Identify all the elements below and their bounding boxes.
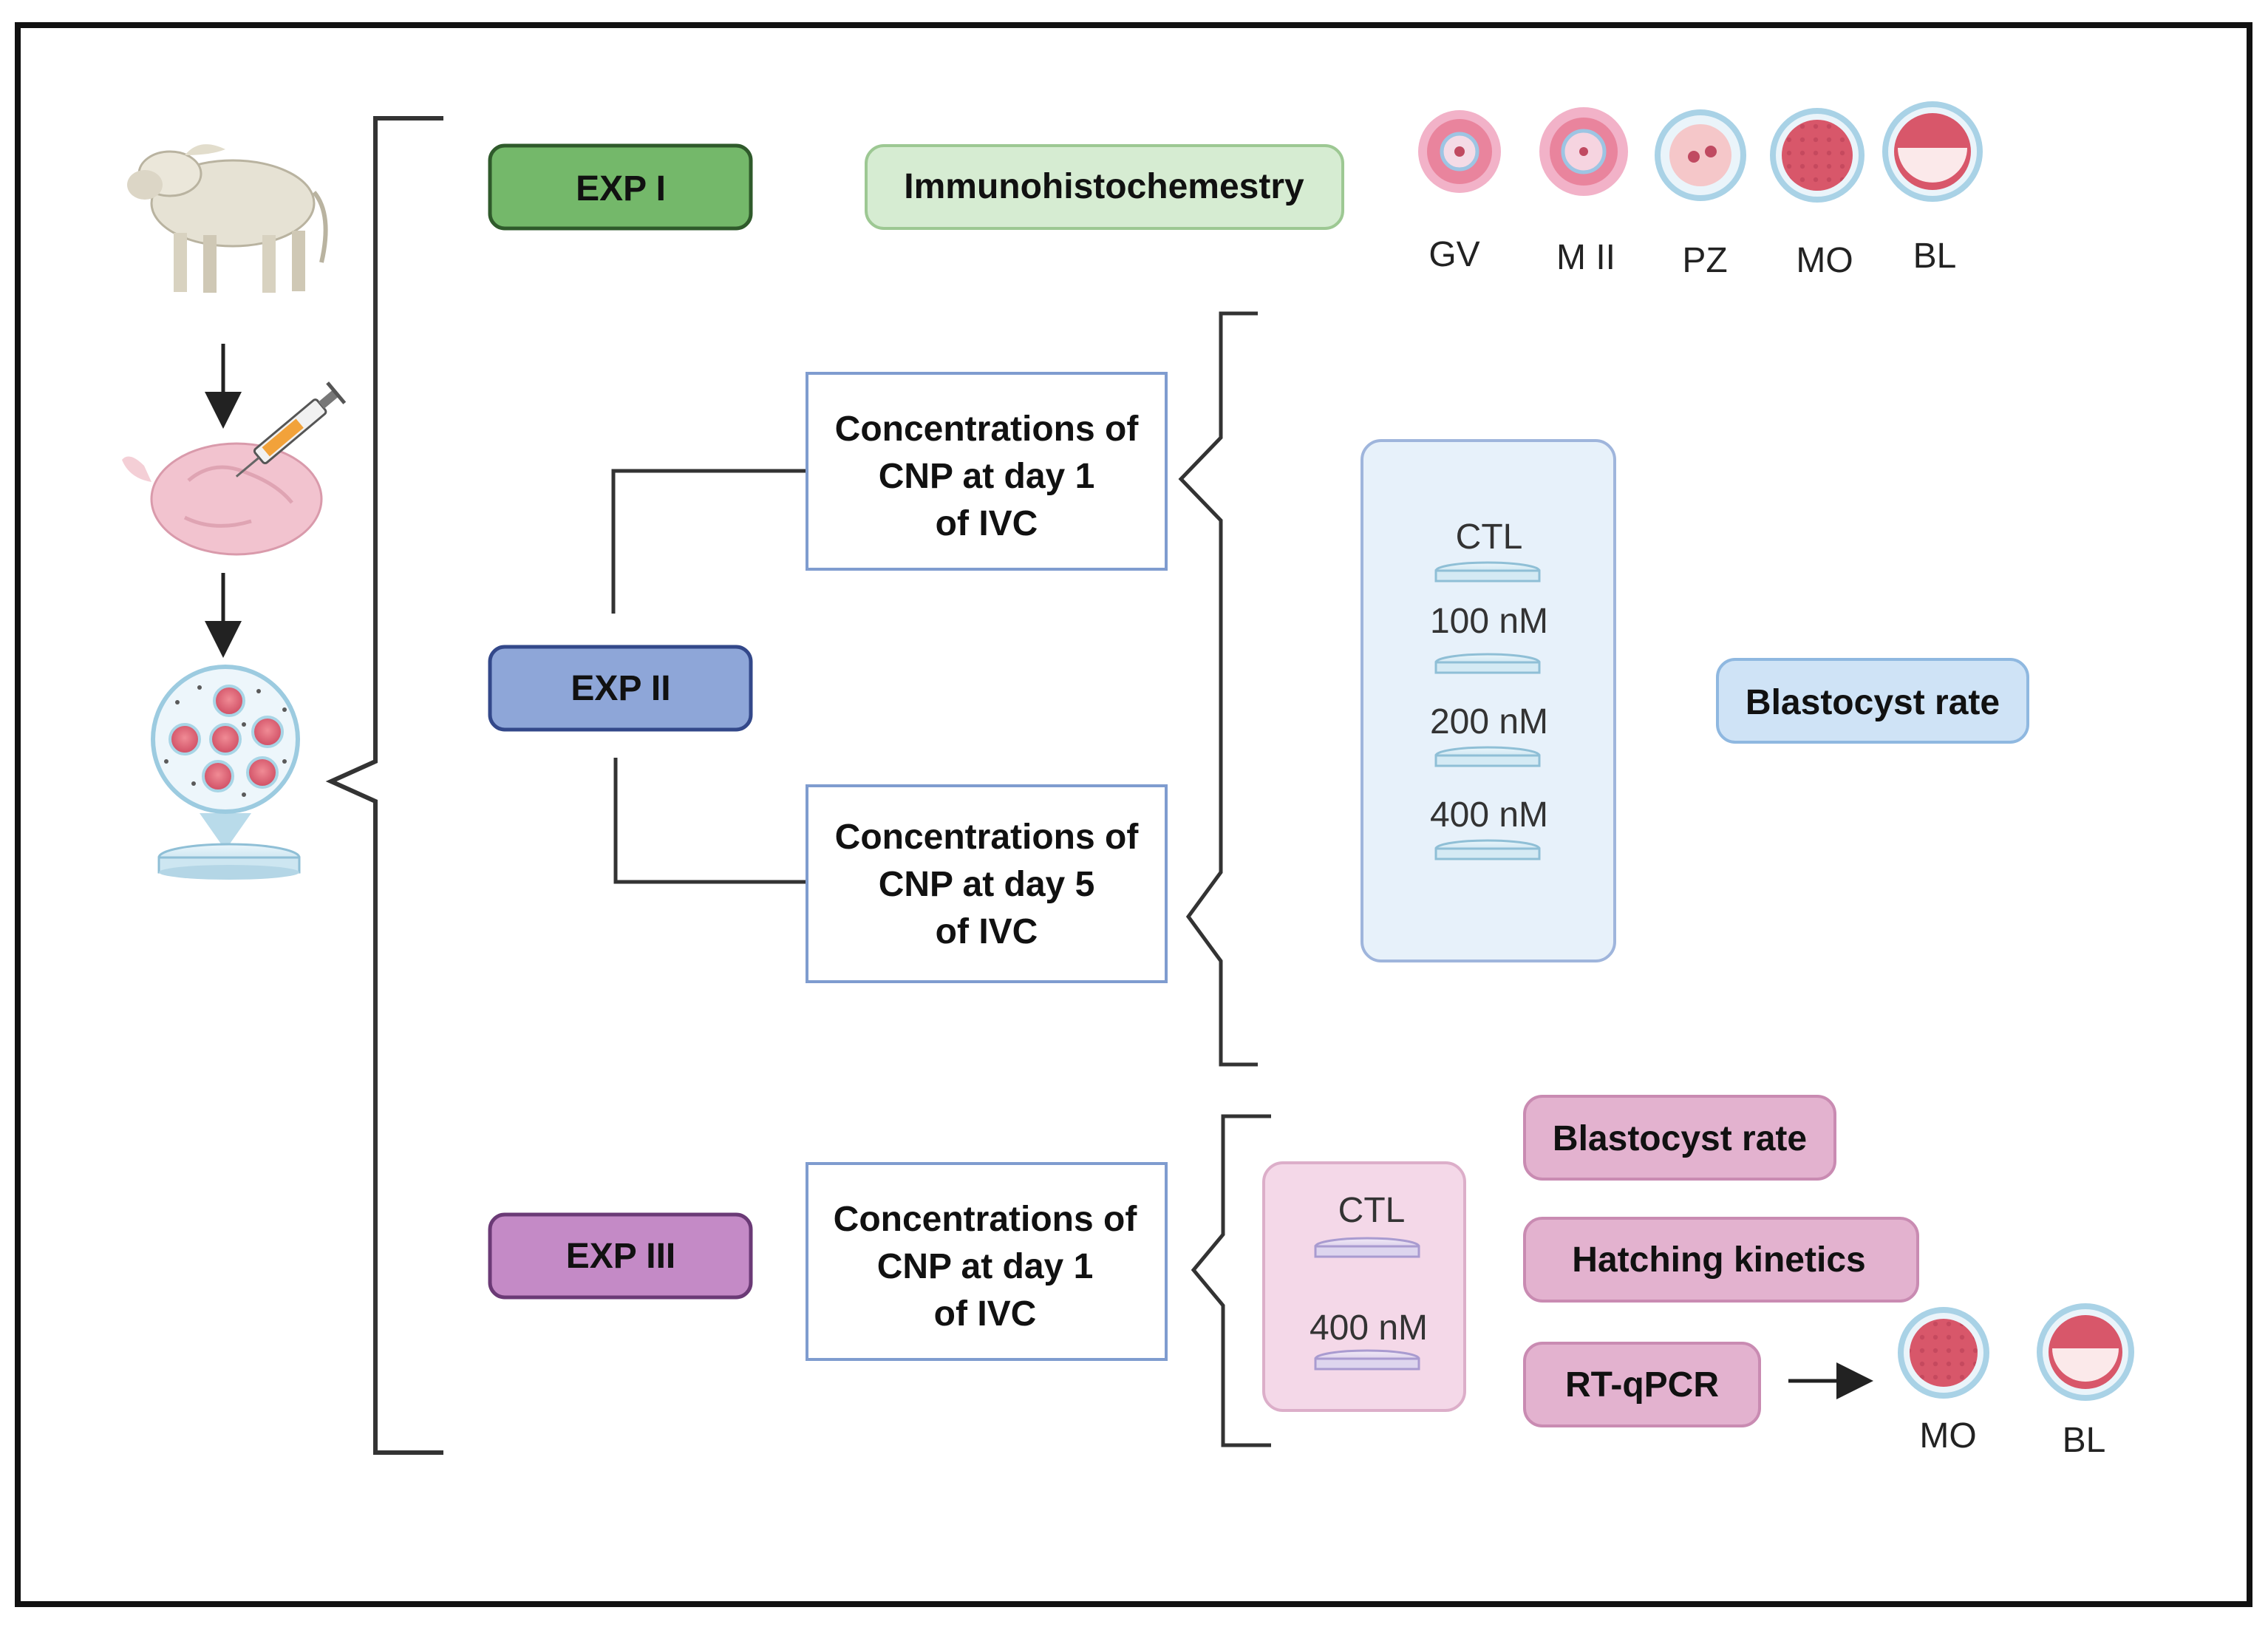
embryo-icon-qpcr-bl xyxy=(2037,1303,2134,1401)
exp3-outcome-blastocyst: Blastocyst rate xyxy=(1523,1095,1836,1181)
stage-labels: GV M II PZ MO BL xyxy=(1428,235,1956,280)
exp3-outcome-hatching: Hatching kinetics xyxy=(1523,1217,1919,1303)
exp3-dose-400: 400 nM xyxy=(1310,1308,1428,1348)
petri-dish-icon xyxy=(1434,561,1541,583)
main-bracket xyxy=(325,116,443,1455)
exp2-day1-line2: CNP at day 1 xyxy=(879,457,1095,496)
exp3-right-bracket xyxy=(1191,1114,1271,1447)
embryo-icon-mo xyxy=(1770,108,1865,203)
exp1-box: EXP I xyxy=(488,143,753,231)
qpcr-stage-label-mo: MO xyxy=(1919,1416,1976,1456)
exp3-day1-line1: Concentrations of xyxy=(834,1200,1138,1239)
stage-label-gv: GV xyxy=(1428,235,1479,274)
exp2-day1-line3: of IVC xyxy=(936,504,1038,543)
exp2-day5-line3: of IVC xyxy=(936,912,1038,951)
embryo-icon-pz xyxy=(1655,109,1746,201)
petri-dish-icon xyxy=(1314,1237,1420,1258)
exp3-outcome-hatching-label: Hatching kinetics xyxy=(1572,1240,1865,1280)
embryo-icon-gv xyxy=(1418,110,1501,193)
stage-label-bl: BL xyxy=(1913,237,1957,276)
exp1-label: EXP I xyxy=(576,169,666,208)
exp2-day1-line1: Concentrations of xyxy=(835,410,1140,449)
exp2-day5-line1: Concentrations of xyxy=(835,818,1140,857)
petri-dish-icon xyxy=(1434,839,1541,860)
exp3-dose-ctl: CTL xyxy=(1338,1191,1406,1230)
immuno-box: Immunohistochemestry xyxy=(865,144,1344,230)
exp3-outcome-rtqpcr-label: RT-qPCR xyxy=(1565,1365,1719,1405)
embryo-icon-m2 xyxy=(1539,107,1628,196)
exp3-box: EXP III xyxy=(488,1212,753,1300)
exp3-label: EXP III xyxy=(566,1237,676,1276)
petri-dish-icon xyxy=(1314,1349,1420,1371)
exp2-connector-down xyxy=(613,758,807,884)
exp2-day5-line2: CNP at day 5 xyxy=(879,865,1095,904)
exp3-outcome-blastocyst-label: Blastocyst rate xyxy=(1553,1119,1807,1158)
exp2-dose-400: 400 nM xyxy=(1430,795,1548,835)
exp3-dose-panel: CTL 400 nM xyxy=(1262,1161,1466,1412)
embryo-icon-bl xyxy=(1882,101,1983,202)
exp2-dose-100: 100 nM xyxy=(1430,602,1548,641)
exp2-connector-up xyxy=(611,469,807,614)
qpcr-stage-label-bl: BL xyxy=(2063,1421,2106,1460)
cow-icon xyxy=(127,144,328,293)
exp2-right-bracket xyxy=(1178,311,1258,1067)
stage-label-pz: PZ xyxy=(1682,241,1727,280)
exp3-day1-box: Concentrations of CNP at day 1 of IVC xyxy=(806,1162,1168,1361)
exp2-box: EXP II xyxy=(488,645,753,732)
exp2-outcome-box: Blastocyst rate xyxy=(1716,658,2029,744)
ovary-syringe-icon xyxy=(122,381,347,556)
exp3-day1-line2: CNP at day 1 xyxy=(877,1247,1094,1286)
embryo-icon-qpcr-mo xyxy=(1898,1307,1989,1399)
exp2-outcome-label: Blastocyst rate xyxy=(1746,683,2000,722)
culture-dish-icon xyxy=(151,665,301,880)
exp2-dose-ctl: CTL xyxy=(1456,517,1523,557)
petri-dish-icon xyxy=(1434,746,1541,767)
exp2-day1-box: Concentrations of CNP at day 1 of IVC xyxy=(806,372,1168,571)
exp2-dose-200: 200 nM xyxy=(1430,702,1548,741)
exp3-outcome-rtqpcr: RT-qPCR xyxy=(1523,1342,1761,1427)
stage-label-m2: M II xyxy=(1556,238,1615,277)
exp3-day1-line3: of IVC xyxy=(934,1294,1037,1334)
exp2-dose-panel: CTL 100 nM 200 nM 400 nM xyxy=(1361,439,1616,962)
exp2-label: EXP II xyxy=(571,669,670,708)
petri-dish-icon xyxy=(1434,653,1541,674)
stage-label-mo: MO xyxy=(1796,241,1853,280)
exp2-day5-box: Concentrations of CNP at day 5 of IVC xyxy=(806,784,1168,983)
immuno-label: Immunohistochemestry xyxy=(904,167,1304,206)
